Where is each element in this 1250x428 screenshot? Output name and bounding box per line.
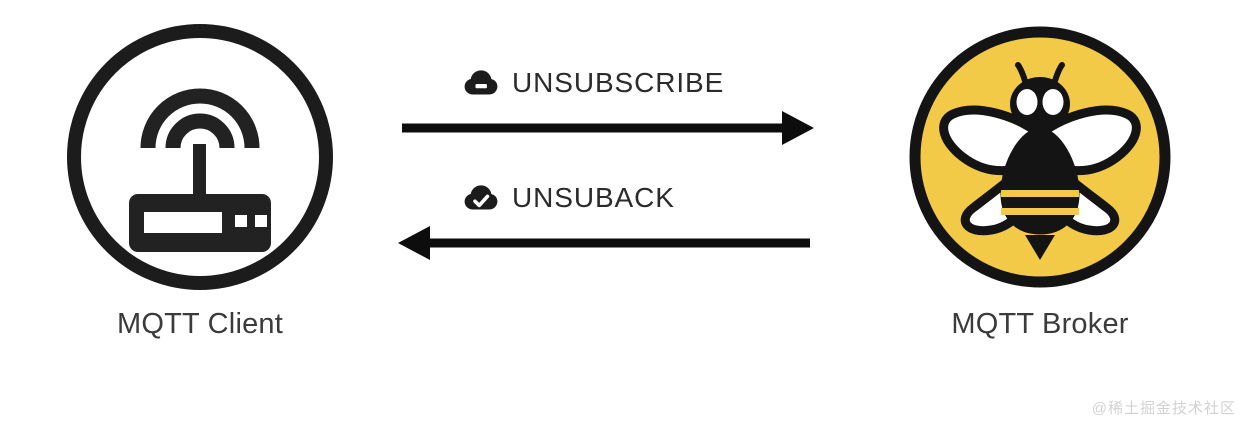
hivemq-bee-icon bbox=[909, 26, 1171, 288]
node-mqtt-client: MQTT Client bbox=[60, 22, 340, 341]
unsubscribe-label: UNSUBSCRIBE bbox=[512, 67, 725, 98]
arrow-broker-to-client bbox=[396, 223, 816, 263]
router-wifi-icon bbox=[67, 24, 333, 290]
cloud-minus-icon bbox=[464, 69, 498, 97]
broker-label: MQTT Broker bbox=[951, 308, 1129, 340]
unsuback-label: UNSUBACK bbox=[512, 182, 675, 213]
message-unsubscribe: UNSUBSCRIBE bbox=[396, 62, 816, 148]
cloud-check-icon bbox=[464, 184, 498, 212]
message-unsuback: UNSUBACK bbox=[396, 177, 816, 263]
message-flow: UNSUBSCRIBE UNSUBACK bbox=[396, 62, 816, 272]
node-mqtt-broker: MQTT Broker bbox=[900, 22, 1180, 341]
unsuback-header: UNSUBACK bbox=[396, 177, 816, 219]
unsubscribe-header: UNSUBSCRIBE bbox=[396, 62, 816, 104]
client-label: MQTT Client bbox=[116, 308, 284, 340]
watermark: @稀土掘金技术社区 bbox=[1091, 400, 1236, 417]
arrow-client-to-broker bbox=[396, 108, 816, 148]
client-badge bbox=[65, 22, 335, 292]
broker-badge bbox=[905, 22, 1175, 292]
